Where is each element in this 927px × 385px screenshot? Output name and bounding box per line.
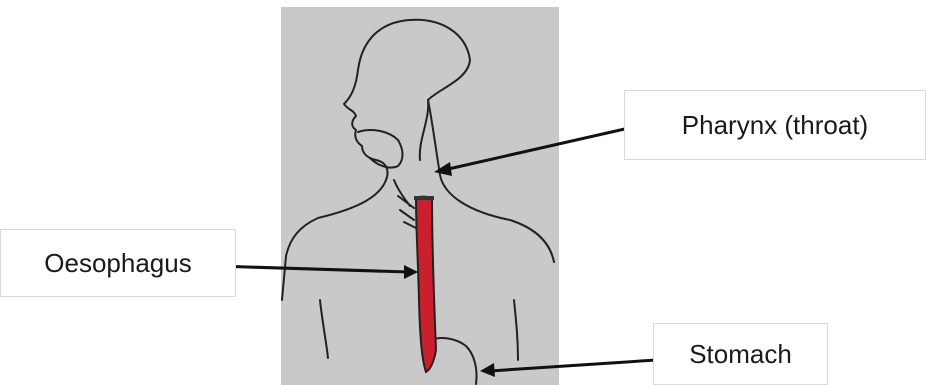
pharynx-label: Pharynx (throat) (682, 110, 868, 141)
throat-lines (394, 180, 416, 228)
oesophagus-arrowhead (404, 265, 418, 279)
right-arm-line (514, 300, 518, 360)
stomach-label: Stomach (689, 339, 792, 370)
pharynx-arrow-line (444, 128, 629, 170)
pharynx-label-box: Pharynx (throat) (624, 90, 926, 160)
pharynx-arrowhead (434, 162, 452, 176)
stomach-label-box: Stomach (653, 323, 828, 385)
neck-back-outline (428, 100, 554, 262)
oesophagus-arrow-line (216, 266, 408, 272)
oesophagus-label-box: Oesophagus (0, 229, 236, 297)
oesophagus-tube (416, 197, 436, 372)
head-outline (282, 20, 470, 300)
stomach-arrowhead (480, 363, 495, 377)
stomach-arrow-line (490, 360, 656, 371)
left-arm-line (320, 300, 328, 358)
stomach-outline (432, 338, 477, 384)
oesophagus-label: Oesophagus (44, 248, 191, 279)
